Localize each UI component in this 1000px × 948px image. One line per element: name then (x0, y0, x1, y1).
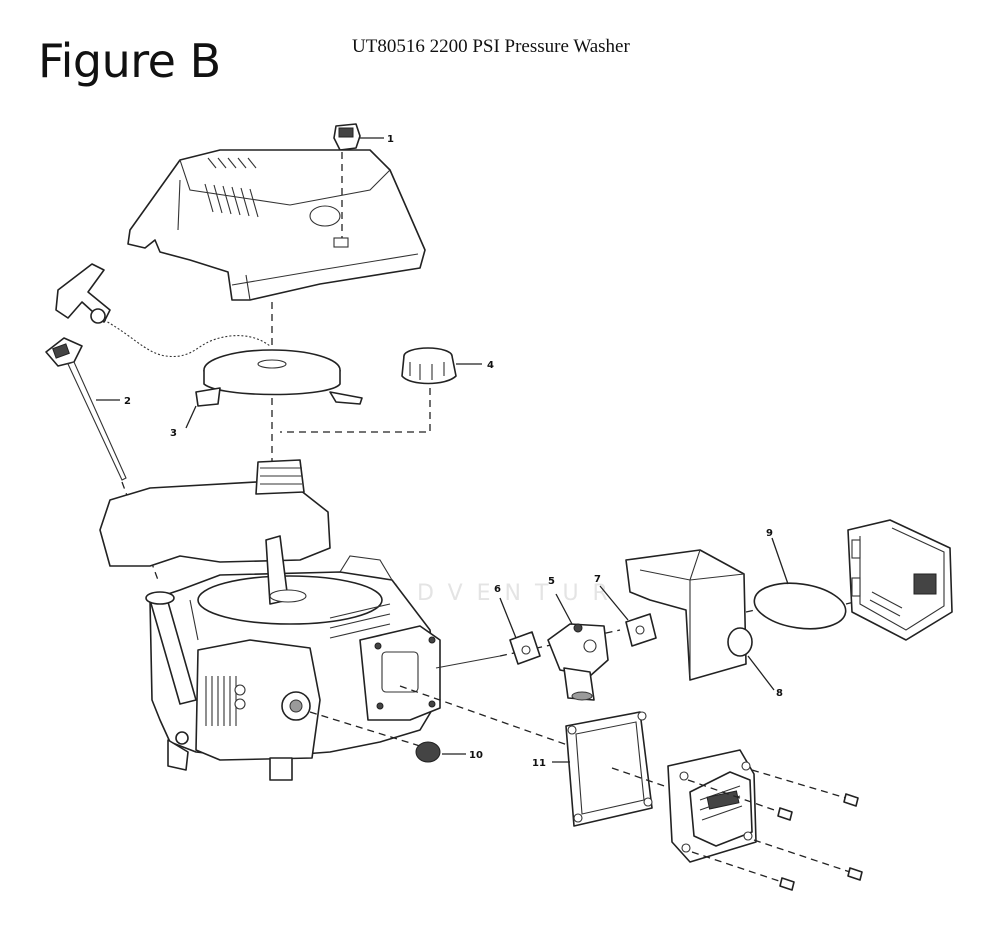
valve-cover-bolts (687, 769, 863, 891)
engine-block (99, 459, 441, 781)
callout-6: 6 (494, 584, 501, 595)
callout-1: 1 (387, 134, 394, 145)
part-7-gasket (599, 585, 657, 647)
part-10-plug (309, 711, 466, 763)
valve-cover (667, 749, 757, 863)
part-4-fuel-cap (280, 347, 482, 433)
part-2-dipstick (45, 337, 159, 581)
model-title: UT80516 2200 PSI Pressure Washer (352, 36, 630, 57)
air-filter-base (625, 549, 775, 691)
callout-10: 10 (469, 750, 483, 761)
callout-2: 2 (124, 396, 131, 407)
recoil-starter-handle (55, 263, 271, 358)
callout-9: 9 (766, 528, 773, 539)
engine-shroud (127, 149, 426, 301)
callout-5: 5 (548, 576, 555, 587)
air-filter-cover (847, 519, 953, 641)
part-5-carburetor (547, 593, 609, 701)
figure-title: Figure B (38, 34, 221, 88)
callout-8: 8 (776, 688, 783, 699)
part-3-recoil-starter (185, 302, 363, 530)
callout-4: 4 (487, 360, 494, 371)
watermark: ADVENTUR (388, 581, 622, 606)
part-6-gasket (499, 597, 541, 665)
callout-3: 3 (170, 428, 177, 439)
callout-7: 7 (594, 574, 601, 585)
part-11-head-gasket (399, 685, 677, 827)
callout-11: 11 (532, 758, 546, 769)
part-1-switch (333, 123, 384, 151)
